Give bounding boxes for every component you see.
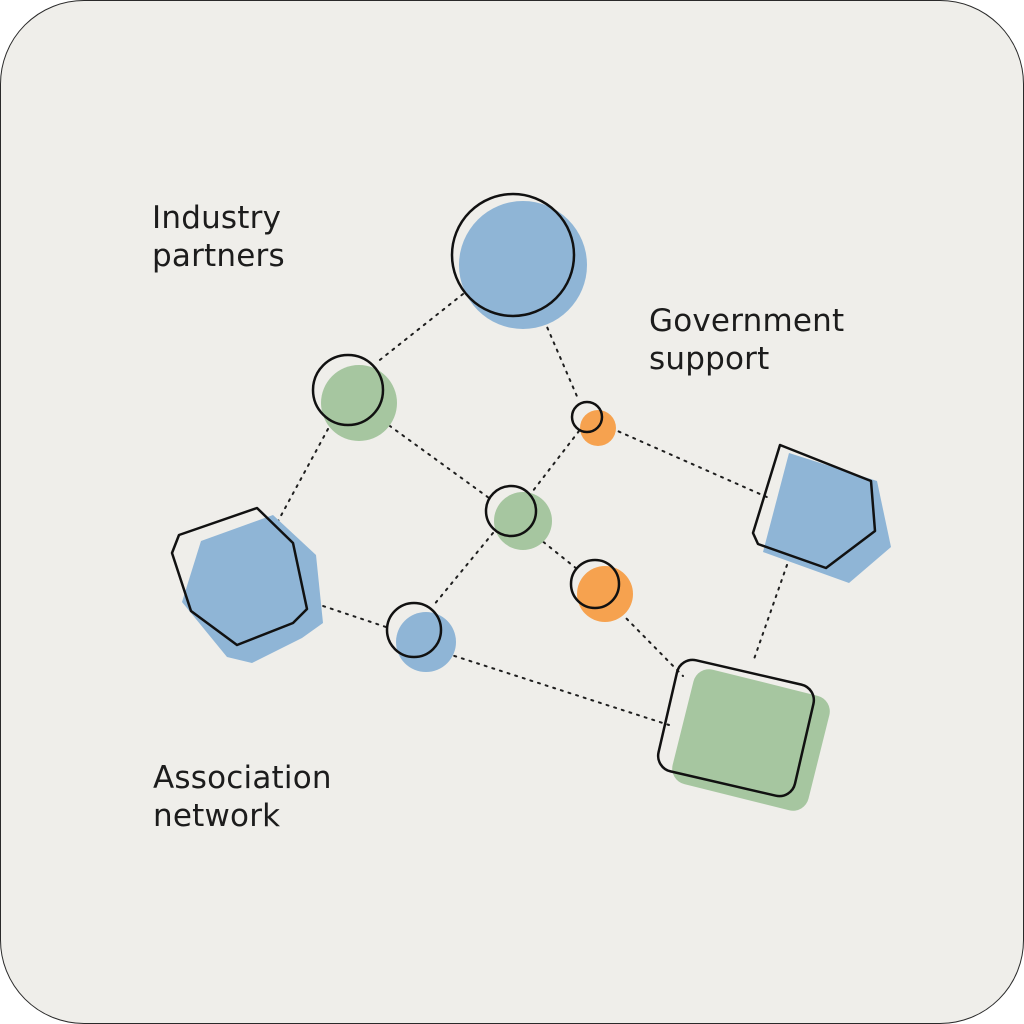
label-government-support: Government support: [649, 302, 844, 378]
node-fill: [577, 566, 633, 622]
edge-pentagon-to-square: [752, 564, 788, 663]
connections: [276, 293, 788, 726]
node-outline: [656, 658, 816, 798]
node-green-circle-left: [311, 353, 397, 441]
node-outline: [570, 400, 604, 434]
node-outline: [311, 353, 385, 427]
node-green-circle-center: [484, 484, 552, 550]
edge-orange-small-to-center: [528, 430, 580, 497]
node-large-circle-top: [450, 192, 587, 329]
edge-small-circle-to-square: [438, 650, 670, 726]
label-line: Association: [153, 760, 332, 796]
label-line: Government: [649, 303, 845, 339]
node-outline: [450, 192, 576, 318]
edge-green-left-to-center: [382, 420, 490, 499]
node-fill: [672, 669, 830, 811]
edge-green-left-to-hexagon: [276, 428, 329, 524]
node-blue-circle-small: [385, 601, 456, 672]
node-fill: [321, 365, 397, 441]
node-fill: [396, 612, 456, 672]
node-outline: [385, 601, 443, 659]
node-blue-hexagon: [170, 506, 323, 663]
edge-hexagon-to-small-circle: [307, 600, 390, 629]
edge-orange-large-to-square: [620, 612, 684, 677]
node-outline: [569, 558, 621, 610]
node-outline: [751, 443, 877, 570]
node-orange-circle-large: [569, 558, 633, 622]
label-industry-partners: Industry partners: [152, 199, 285, 275]
edge-center-to-small-circle: [432, 532, 494, 607]
node-orange-circle-small: [570, 400, 616, 446]
node-outline: [484, 484, 538, 538]
node-green-square: [656, 658, 830, 811]
label-line: support: [649, 341, 770, 377]
node-outline: [170, 506, 309, 647]
label-line: Industry: [152, 200, 282, 236]
label-line: network: [153, 798, 281, 834]
edge-orange-small-to-pentagon: [603, 424, 770, 499]
label-line: partners: [152, 238, 285, 274]
node-blue-pentagon: [751, 443, 891, 583]
edge-top-to-orange-small: [540, 312, 580, 402]
edge-top-to-green-left: [375, 293, 464, 364]
node-fill: [459, 201, 587, 329]
label-association-network: Association network: [153, 759, 332, 835]
node-fill: [763, 453, 891, 583]
node-fill: [494, 492, 552, 550]
